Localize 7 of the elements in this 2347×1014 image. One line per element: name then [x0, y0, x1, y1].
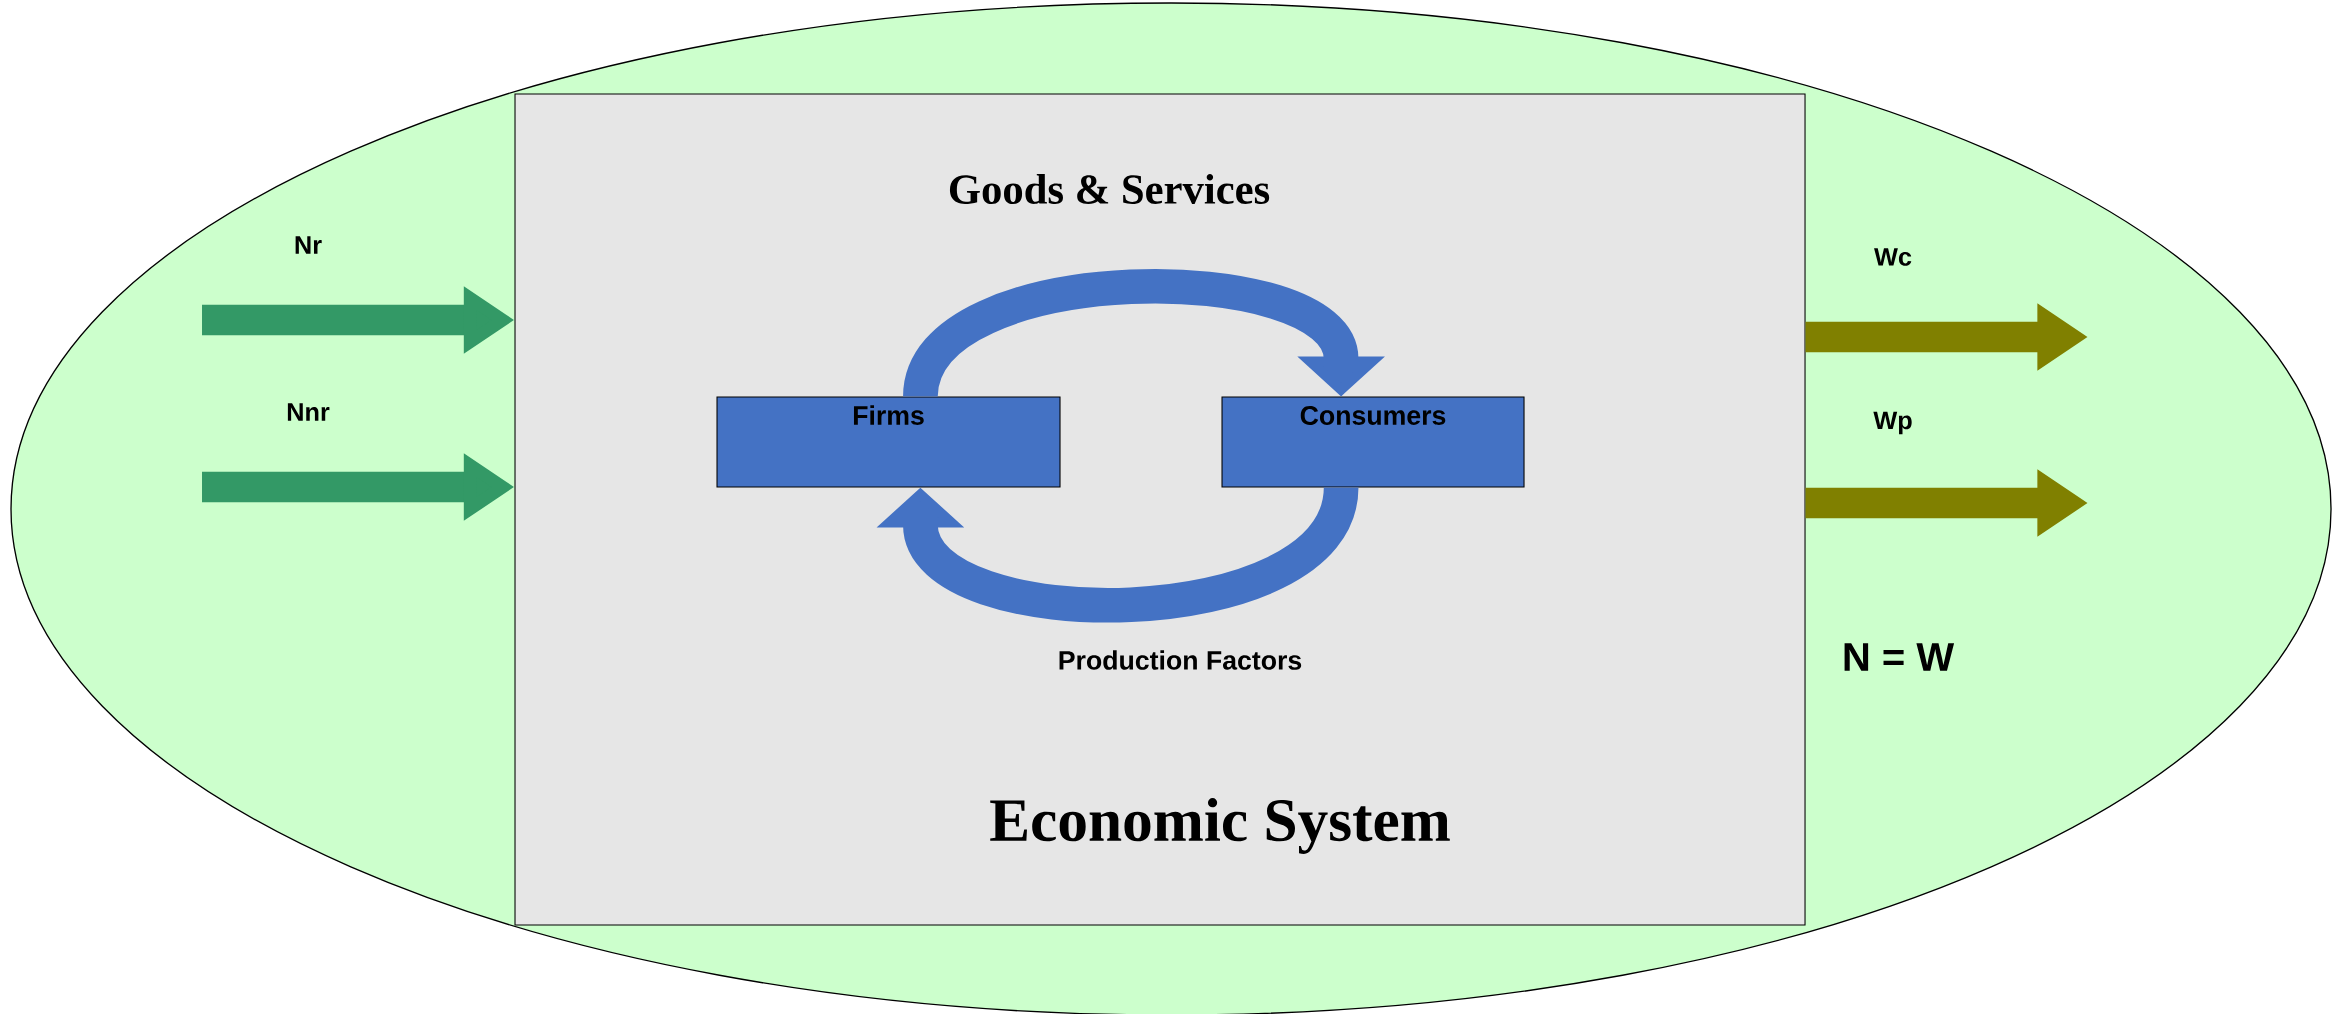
edge-label: Production Factors	[1059, 650, 1302, 670]
edge-label: Wc	[1874, 248, 1912, 266]
equation: N = W	[1844, 643, 1955, 671]
edge-label: Nnr	[287, 403, 330, 421]
edge-label: Wp	[1873, 411, 1912, 435]
edge-label: Goods & Services	[949, 174, 1270, 204]
edge-label: Nr	[295, 236, 322, 254]
